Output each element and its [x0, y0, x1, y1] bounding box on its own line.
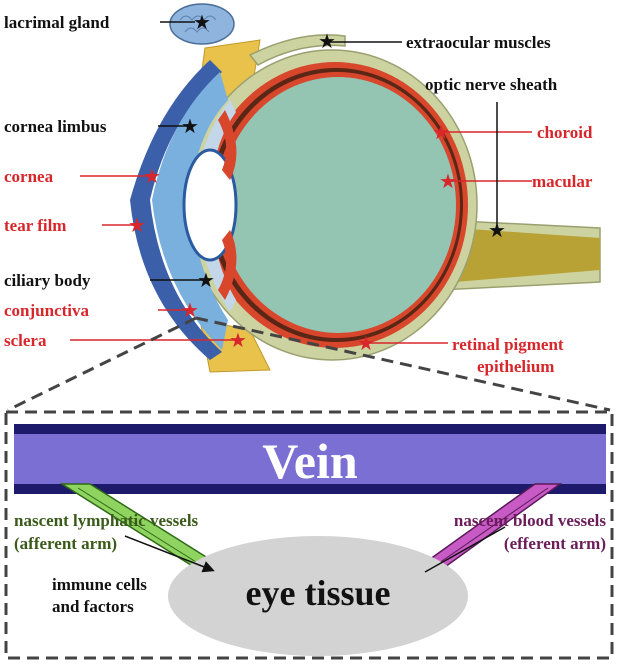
label-immune-line2: and factors	[52, 597, 134, 616]
extraocular-muscle-shape	[248, 34, 346, 66]
star-optic-nerve-sheath: ★	[488, 218, 506, 242]
label-blood-line2: (efferent arm)	[504, 534, 606, 553]
eye-tissue-shape	[168, 536, 468, 656]
vessel-labels: nascent lymphatic vessels (afferent arm)…	[14, 511, 606, 616]
label-macular: macular	[532, 172, 593, 191]
vein-band: Vein	[14, 424, 606, 494]
ciliary-body-upper-shape	[218, 110, 237, 180]
efferent-arrow	[424, 526, 506, 573]
label-ciliary-body: ciliary body	[4, 271, 91, 290]
star-choroid: ★	[432, 120, 450, 144]
label-retinal-pigment-line1: retinal pigment	[452, 335, 564, 354]
label-eye-tissue: eye tissue	[246, 573, 391, 613]
label-cornea-limbus: cornea limbus	[4, 117, 107, 136]
star-cornea-limbus: ★	[181, 114, 199, 138]
label-extraocular-muscles: extraocular muscles	[406, 33, 551, 52]
label-blood-line1: nascent blood vessels	[454, 511, 606, 530]
label-sclera: sclera	[4, 331, 47, 350]
immune-arrow	[124, 535, 215, 573]
star-retinal-pigment-epithelium: ★	[357, 331, 375, 355]
label-lymphatic-line1: nascent lymphatic vessels	[14, 511, 199, 530]
label-retinal-pigment-line2: epithelium	[477, 357, 554, 376]
star-lacrimal-gland: ★	[193, 10, 211, 34]
label-choroid: choroid	[537, 123, 593, 142]
label-lacrimal-gland: lacrimal gland	[4, 13, 110, 32]
star-markers: ★ ★ ★ ★ ★ ★ ★ ★ ★ ★ ★ ★	[128, 10, 506, 355]
star-ciliary-body: ★	[197, 268, 215, 292]
star-sclera: ★	[229, 328, 247, 352]
vessel-diagram-frame	[4, 410, 614, 660]
star-cornea: ★	[143, 164, 161, 188]
ciliary-body-lower-shape	[218, 230, 237, 300]
label-immune-line1: immune cells	[52, 575, 147, 594]
star-conjunctiva: ★	[181, 298, 199, 322]
optic-nerve-shape	[455, 228, 600, 282]
conjunctiva-shape	[130, 60, 222, 360]
label-cornea: cornea	[4, 167, 54, 186]
star-tear-film: ★	[128, 213, 146, 237]
label-conjunctiva: conjunctiva	[4, 301, 90, 320]
anatomy-labels: lacrimal gland extraocular muscles optic…	[4, 13, 593, 376]
zoom-connectors	[7, 316, 611, 412]
eye-illustration	[130, 3, 601, 373]
label-lymphatic-line2: (afferent arm)	[14, 534, 117, 553]
star-macular: ★	[439, 169, 457, 193]
lacrimal-gland-shape	[169, 3, 235, 45]
label-tear-film: tear film	[4, 216, 66, 235]
lens-shape	[182, 148, 238, 262]
label-optic-nerve-sheath: optic nerve sheath	[425, 75, 558, 94]
vein-label: Vein	[262, 433, 358, 489]
vitreous-shape	[220, 77, 456, 333]
star-extraocular-muscles: ★	[318, 29, 336, 53]
